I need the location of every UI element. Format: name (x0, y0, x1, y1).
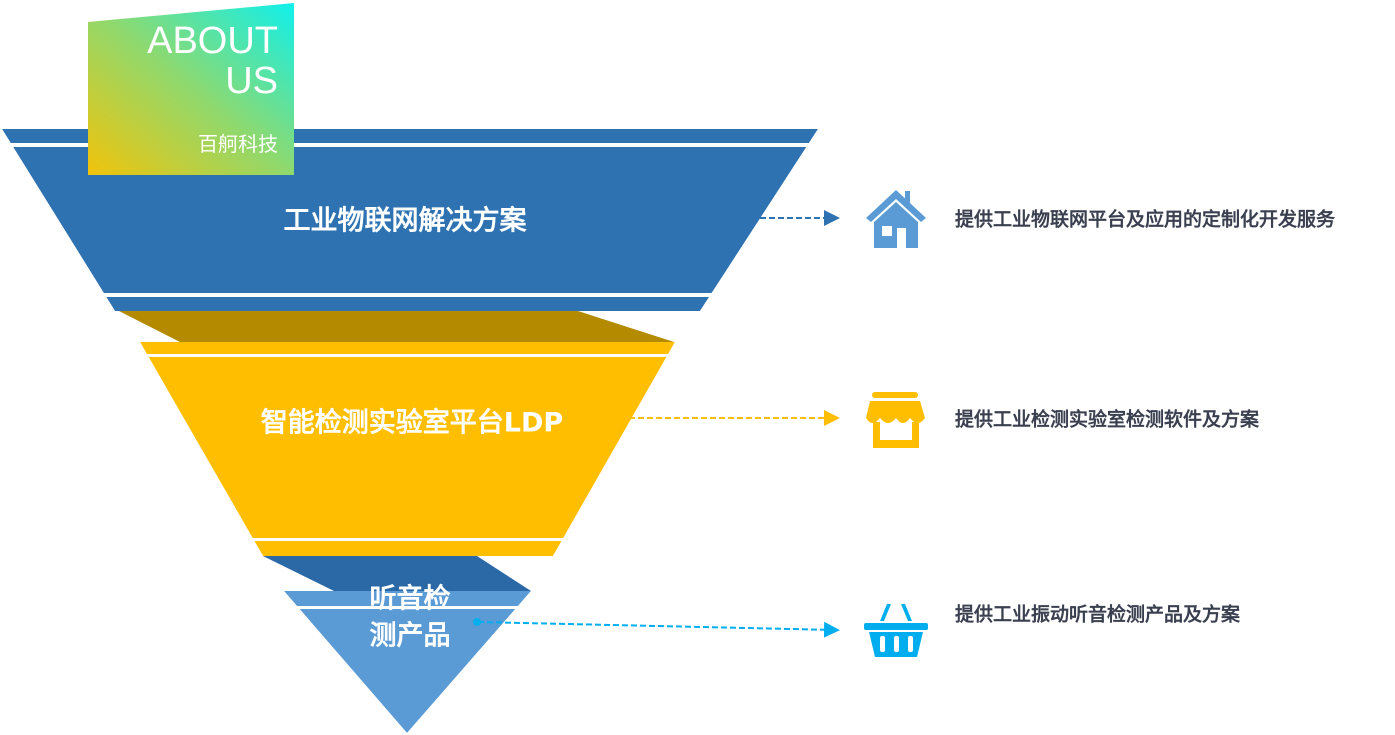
tier-3-stripe (280, 606, 540, 609)
tier-3-description: 提供工业振动听音检测产品及方案 (955, 603, 1241, 626)
tier-1-label: 工业物联网解决方案 (283, 205, 527, 237)
house-icon (866, 190, 926, 248)
tier-1-description: 提供工业物联网平台及应用的定制化开发服务 (955, 208, 1336, 231)
tier-2-stripe (140, 354, 680, 357)
tier-3-label-line2: 测产品 (369, 620, 451, 652)
tier-2-stripe (250, 538, 570, 541)
tier-3-label-line1: 听音检 (369, 583, 451, 615)
connector-1 (119, 311, 674, 342)
about-us-badge (88, 3, 294, 175)
tier-3-shape (284, 591, 531, 733)
badge-company: 百舸科技 (198, 134, 278, 156)
tier-2-description: 提供工业检测实验室检测软件及方案 (955, 408, 1260, 431)
basket-icon (864, 604, 928, 657)
connector-2 (263, 556, 531, 591)
tier-2-label: 智能检测实验室平台LDP (260, 407, 564, 439)
arrow-3-dot (473, 618, 481, 626)
tier-1-stripe (100, 293, 720, 297)
badge-us: US (225, 60, 278, 102)
storefront-icon (866, 392, 925, 448)
tier-1-stripe (0, 143, 820, 147)
arrow-3 (477, 621, 840, 638)
tier-2-shape (140, 342, 675, 556)
badge-about: ABOUT (147, 20, 278, 62)
